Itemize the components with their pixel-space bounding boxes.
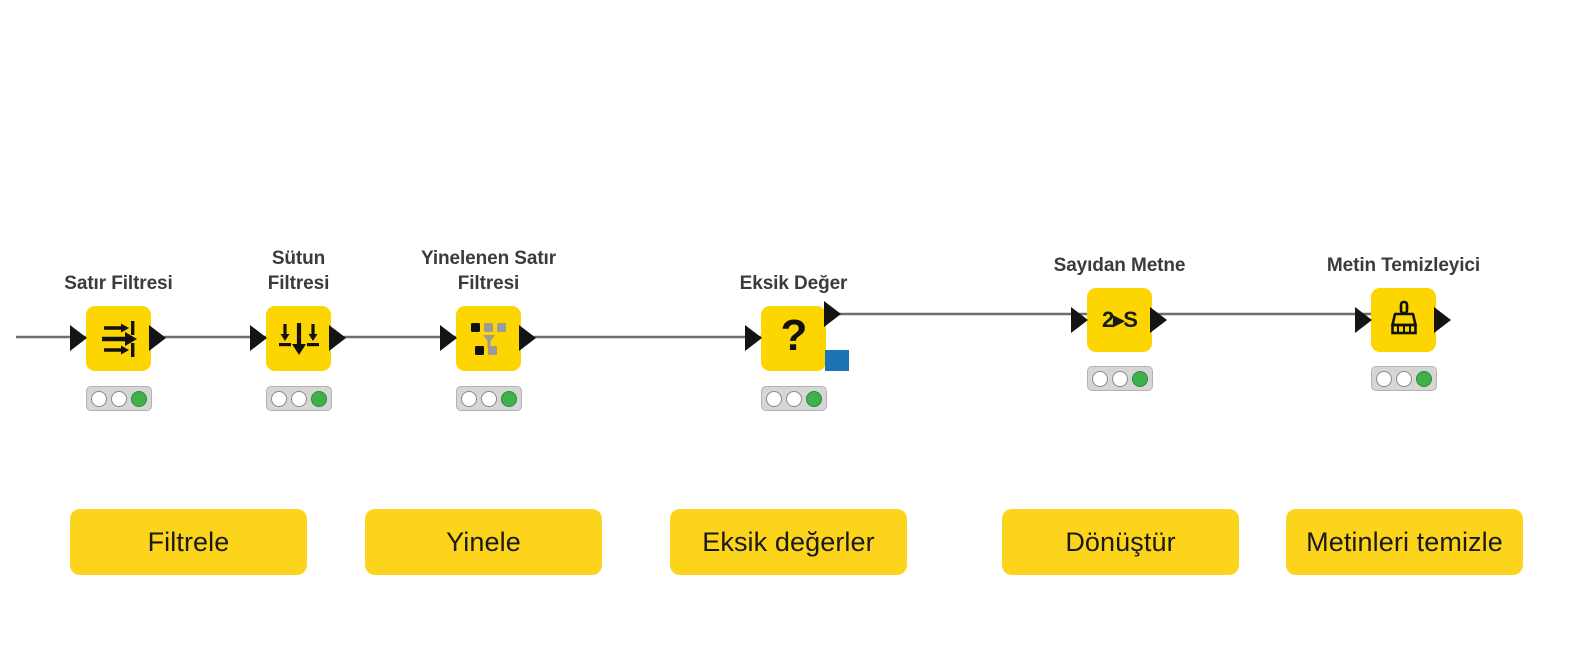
output-port-model[interactable] [825, 350, 849, 371]
broom-icon [1384, 299, 1424, 341]
node-icon-box[interactable] [86, 306, 151, 371]
button-convert[interactable]: Dönüştür [1002, 509, 1239, 575]
status-lamp-red [1375, 370, 1392, 387]
status-lamp-red [765, 390, 782, 407]
status-indicator [85, 386, 152, 411]
status-lamp-yellow [1111, 370, 1128, 387]
node-missing-value[interactable]: Eksik Değer ? [740, 273, 849, 411]
status-lamp-green [500, 390, 517, 407]
node-label: Yinelenen Satır Filtresi [420, 248, 557, 294]
status-lamp-red [90, 390, 107, 407]
duplicate-row-filter-icon [469, 319, 509, 359]
status-lamp-yellow [1395, 370, 1412, 387]
status-lamp-red [270, 390, 287, 407]
status-lamp-yellow [290, 390, 307, 407]
node-label: Sütun Filtresi [267, 248, 330, 294]
status-lamp-green [1131, 370, 1148, 387]
node-column-filter[interactable]: Sütun Filtresi [250, 248, 346, 411]
status-lamp-green [310, 390, 327, 407]
status-lamp-green [1415, 370, 1432, 387]
column-filter-icon [278, 318, 320, 360]
status-lamp-yellow [110, 390, 127, 407]
status-lamp-green [130, 390, 147, 407]
number-to-string-icon: 2▸S [1102, 307, 1138, 332]
output-port[interactable] [519, 325, 536, 351]
svg-text:?: ? [780, 317, 807, 360]
status-indicator [455, 386, 522, 411]
node-label: Sayıdan Metne [1053, 254, 1186, 276]
node-string-cleaner[interactable]: Metin Temizleyici [1327, 255, 1480, 391]
button-missing-values[interactable]: Eksik değerler [670, 509, 907, 575]
status-lamp-red [1091, 370, 1108, 387]
input-port[interactable] [70, 325, 87, 351]
node-icon-box[interactable]: ? [761, 306, 826, 371]
status-indicator [1086, 366, 1153, 391]
status-lamp-red [460, 390, 477, 407]
output-port[interactable] [329, 325, 346, 351]
row-filter-icon [98, 319, 140, 359]
input-port[interactable] [250, 325, 267, 351]
input-port[interactable] [440, 325, 457, 351]
output-port[interactable] [149, 325, 166, 351]
status-indicator [265, 386, 332, 411]
node-row-filter[interactable]: Satır Filtresi [64, 273, 173, 411]
input-port[interactable] [1355, 307, 1372, 333]
input-port[interactable] [745, 325, 762, 351]
node-label: Satır Filtresi [64, 272, 173, 294]
button-duplicate[interactable]: Yinele [365, 509, 602, 575]
button-clean-strings[interactable]: Metinleri temizle [1286, 509, 1523, 575]
status-lamp-yellow [785, 390, 802, 407]
node-icon-box[interactable] [266, 306, 331, 371]
input-port[interactable] [1071, 307, 1088, 333]
status-indicator [760, 386, 827, 411]
node-number-to-string[interactable]: Sayıdan Metne 2▸S [1054, 255, 1185, 391]
node-icon-box[interactable] [1371, 288, 1436, 352]
output-port[interactable] [1150, 307, 1167, 333]
button-filter[interactable]: Filtrele [70, 509, 307, 575]
output-port[interactable] [1434, 307, 1451, 333]
node-icon-box[interactable] [456, 306, 521, 371]
node-icon-box[interactable]: 2▸S [1087, 288, 1152, 352]
status-lamp-yellow [480, 390, 497, 407]
output-port-table[interactable] [824, 301, 841, 327]
node-duplicate-row-filter[interactable]: Yinelenen Satır Filtresi [421, 248, 556, 411]
status-lamp-green [805, 390, 822, 407]
status-indicator [1370, 366, 1437, 391]
question-mark-icon: ? [776, 317, 812, 361]
node-label: Metin Temizleyici [1326, 254, 1481, 276]
node-label: Eksik Değer [739, 272, 848, 294]
